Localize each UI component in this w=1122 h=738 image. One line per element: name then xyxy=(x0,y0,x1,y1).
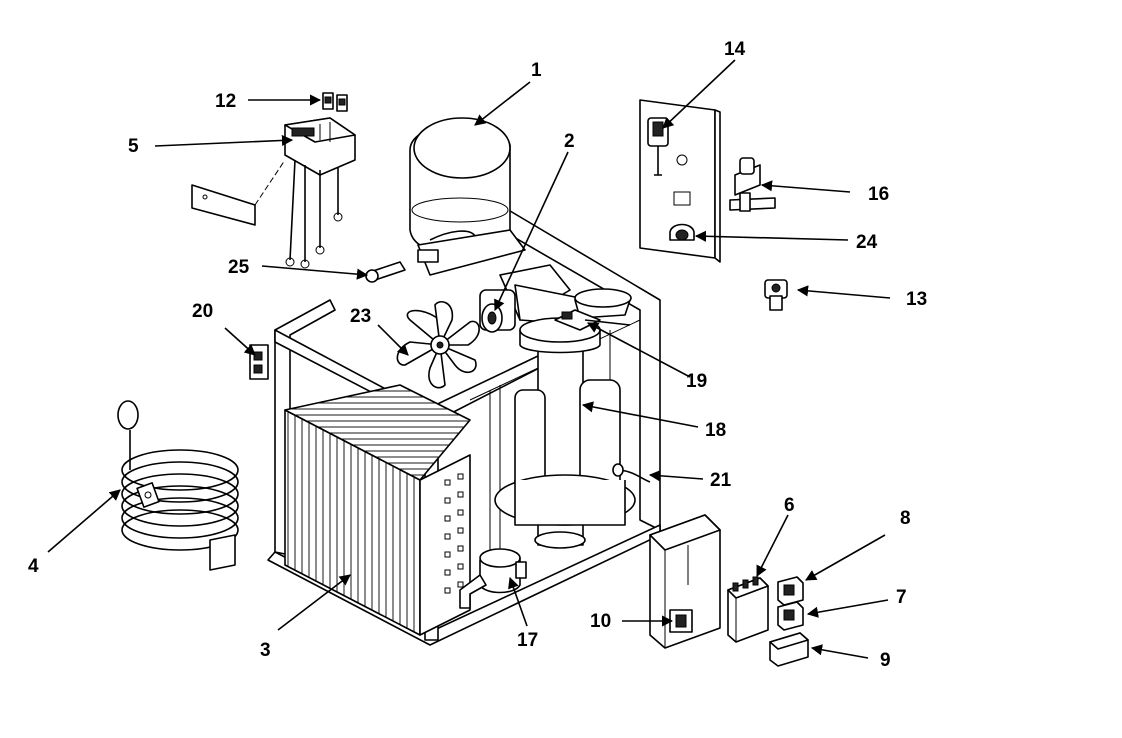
drain-tube xyxy=(612,463,651,483)
ice-chute xyxy=(574,288,632,319)
leader-16 xyxy=(760,180,851,193)
callout-9: 9 xyxy=(880,650,891,671)
relay-middle xyxy=(777,601,804,631)
drain-valve xyxy=(764,279,788,311)
callout-10: 10 xyxy=(590,611,611,632)
water-pump xyxy=(459,548,527,609)
water-valve-fitting xyxy=(729,157,776,212)
leader-18 xyxy=(581,401,699,428)
leader-19 xyxy=(587,322,691,378)
relay-bottom xyxy=(769,632,809,667)
leader-9 xyxy=(810,644,869,659)
callout-7: 7 xyxy=(896,587,907,608)
condenser-vent-holes xyxy=(444,473,464,594)
leader-13 xyxy=(796,285,891,299)
leader-4 xyxy=(47,489,121,553)
electrical-box xyxy=(649,514,721,649)
callout-4: 4 xyxy=(28,556,39,577)
callout-25: 25 xyxy=(228,257,250,278)
callout-14: 14 xyxy=(724,39,746,60)
fan-blade xyxy=(396,301,480,389)
water-control-panel xyxy=(639,99,721,263)
callout-18: 18 xyxy=(705,420,726,441)
leader-17 xyxy=(508,576,528,627)
callout-labels: 1 2 3 4 5 6 7 8 9 10 12 13 14 16 17 18 1… xyxy=(28,39,927,671)
leader-2 xyxy=(494,151,569,312)
callout-1: 1 xyxy=(531,60,542,81)
contactor xyxy=(727,576,769,643)
callout-12: 12 xyxy=(215,91,236,112)
leader-6 xyxy=(756,514,789,577)
leader-7 xyxy=(806,599,889,618)
compressor xyxy=(409,117,526,276)
callout-20: 20 xyxy=(192,301,213,322)
callout-5: 5 xyxy=(128,136,139,157)
on-off-bracket xyxy=(249,344,269,380)
control-box xyxy=(191,92,356,269)
callout-17: 17 xyxy=(517,630,538,651)
fan-motor xyxy=(479,264,591,333)
relay-pair xyxy=(322,92,348,112)
callout-19: 19 xyxy=(686,371,707,392)
callout-3: 3 xyxy=(260,640,271,661)
water-cooled-coil xyxy=(117,400,239,571)
leader-lines xyxy=(47,59,891,659)
callout-16: 16 xyxy=(868,184,889,205)
gearmotor xyxy=(494,379,636,526)
condenser-coil xyxy=(284,384,471,636)
leader-21 xyxy=(648,470,704,482)
callout-8: 8 xyxy=(900,508,911,529)
callout-13: 13 xyxy=(906,289,927,310)
leader-8 xyxy=(805,534,886,581)
leader-5 xyxy=(154,134,294,147)
leader-20 xyxy=(224,327,256,356)
callout-24: 24 xyxy=(856,232,878,253)
callout-23: 23 xyxy=(350,306,371,327)
callout-6: 6 xyxy=(784,495,795,516)
leader-23 xyxy=(377,324,409,356)
leader-1 xyxy=(474,81,531,126)
leader-25 xyxy=(261,265,369,280)
leader-14 xyxy=(662,59,736,129)
access-valve xyxy=(365,261,406,283)
leader-24 xyxy=(694,230,849,242)
leader-3 xyxy=(277,574,351,631)
callout-2: 2 xyxy=(564,131,575,152)
callout-21: 21 xyxy=(710,470,732,491)
relay-top xyxy=(777,576,804,606)
